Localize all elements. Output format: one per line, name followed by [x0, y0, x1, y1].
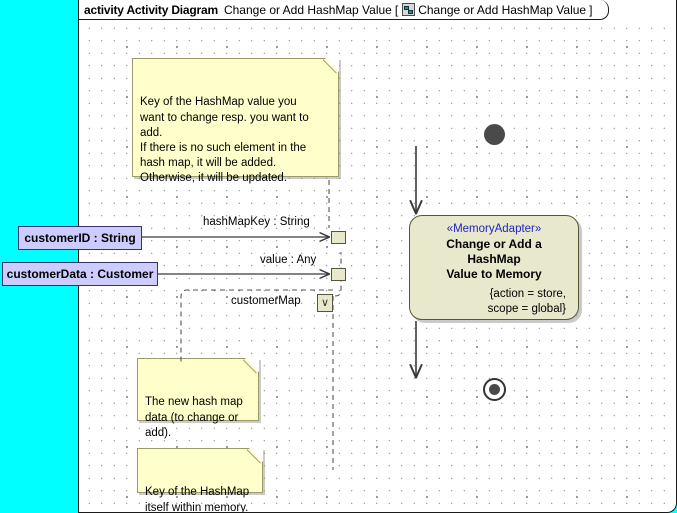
frame-keyword: activity Activity Diagram: [84, 2, 218, 17]
param-customer-data[interactable]: customerData : Customer: [2, 262, 158, 286]
note-new-data: The new hash map data (to change or add)…: [137, 358, 259, 439]
pin-customer-map[interactable]: ∨: [317, 294, 333, 312]
pin-label-customer-map: customerMap: [231, 295, 301, 307]
pin-customer-map-glyph: ∨: [320, 296, 330, 309]
frame-title-tab: activity Activity Diagram Change or Add …: [79, 0, 609, 20]
frame-bracket-close: ]: [589, 2, 593, 17]
activity-node-change-or-add-hashmap-value[interactable]: «MemoryAdapter» Change or Add a HashMap …: [409, 215, 579, 320]
activity-stereotype: «MemoryAdapter»: [446, 223, 542, 235]
note-text: The new hash map data (to change or add)…: [145, 396, 243, 439]
note-text: Key of the HashMap itself within memory.: [145, 486, 250, 513]
activity-title: Change or Add a HashMap Value to Memory: [446, 237, 542, 281]
pin-label-hash-map-key: hashMapKey : String: [203, 216, 310, 228]
activity-final-node[interactable]: [483, 378, 506, 401]
activity-constraint: {action = store, scope = global}: [487, 288, 566, 315]
pin-hash-map-key[interactable]: [331, 231, 346, 244]
frame-name: Change or Add HashMap Value: [223, 2, 392, 17]
param-customer-id[interactable]: customerID : String: [18, 226, 142, 250]
frame-bracket-open: [: [394, 2, 399, 17]
pin-label-value: value : Any: [260, 254, 317, 266]
note-memory-key: Key of the HashMap itself within memory.: [137, 448, 263, 512]
connector-layer: [79, 146, 677, 470]
initial-node[interactable]: [484, 124, 505, 145]
note-text: Key of the HashMap value you want to cha…: [140, 96, 309, 185]
activity-diagram-icon: [402, 3, 416, 16]
diagram-frame: activity Activity Diagram Change or Add …: [78, 0, 677, 513]
note-hashmap-key: Key of the HashMap value you want to cha…: [132, 58, 339, 184]
frame-bracket-name: Change or Add HashMap Value: [418, 2, 587, 17]
pin-value[interactable]: [331, 268, 346, 281]
